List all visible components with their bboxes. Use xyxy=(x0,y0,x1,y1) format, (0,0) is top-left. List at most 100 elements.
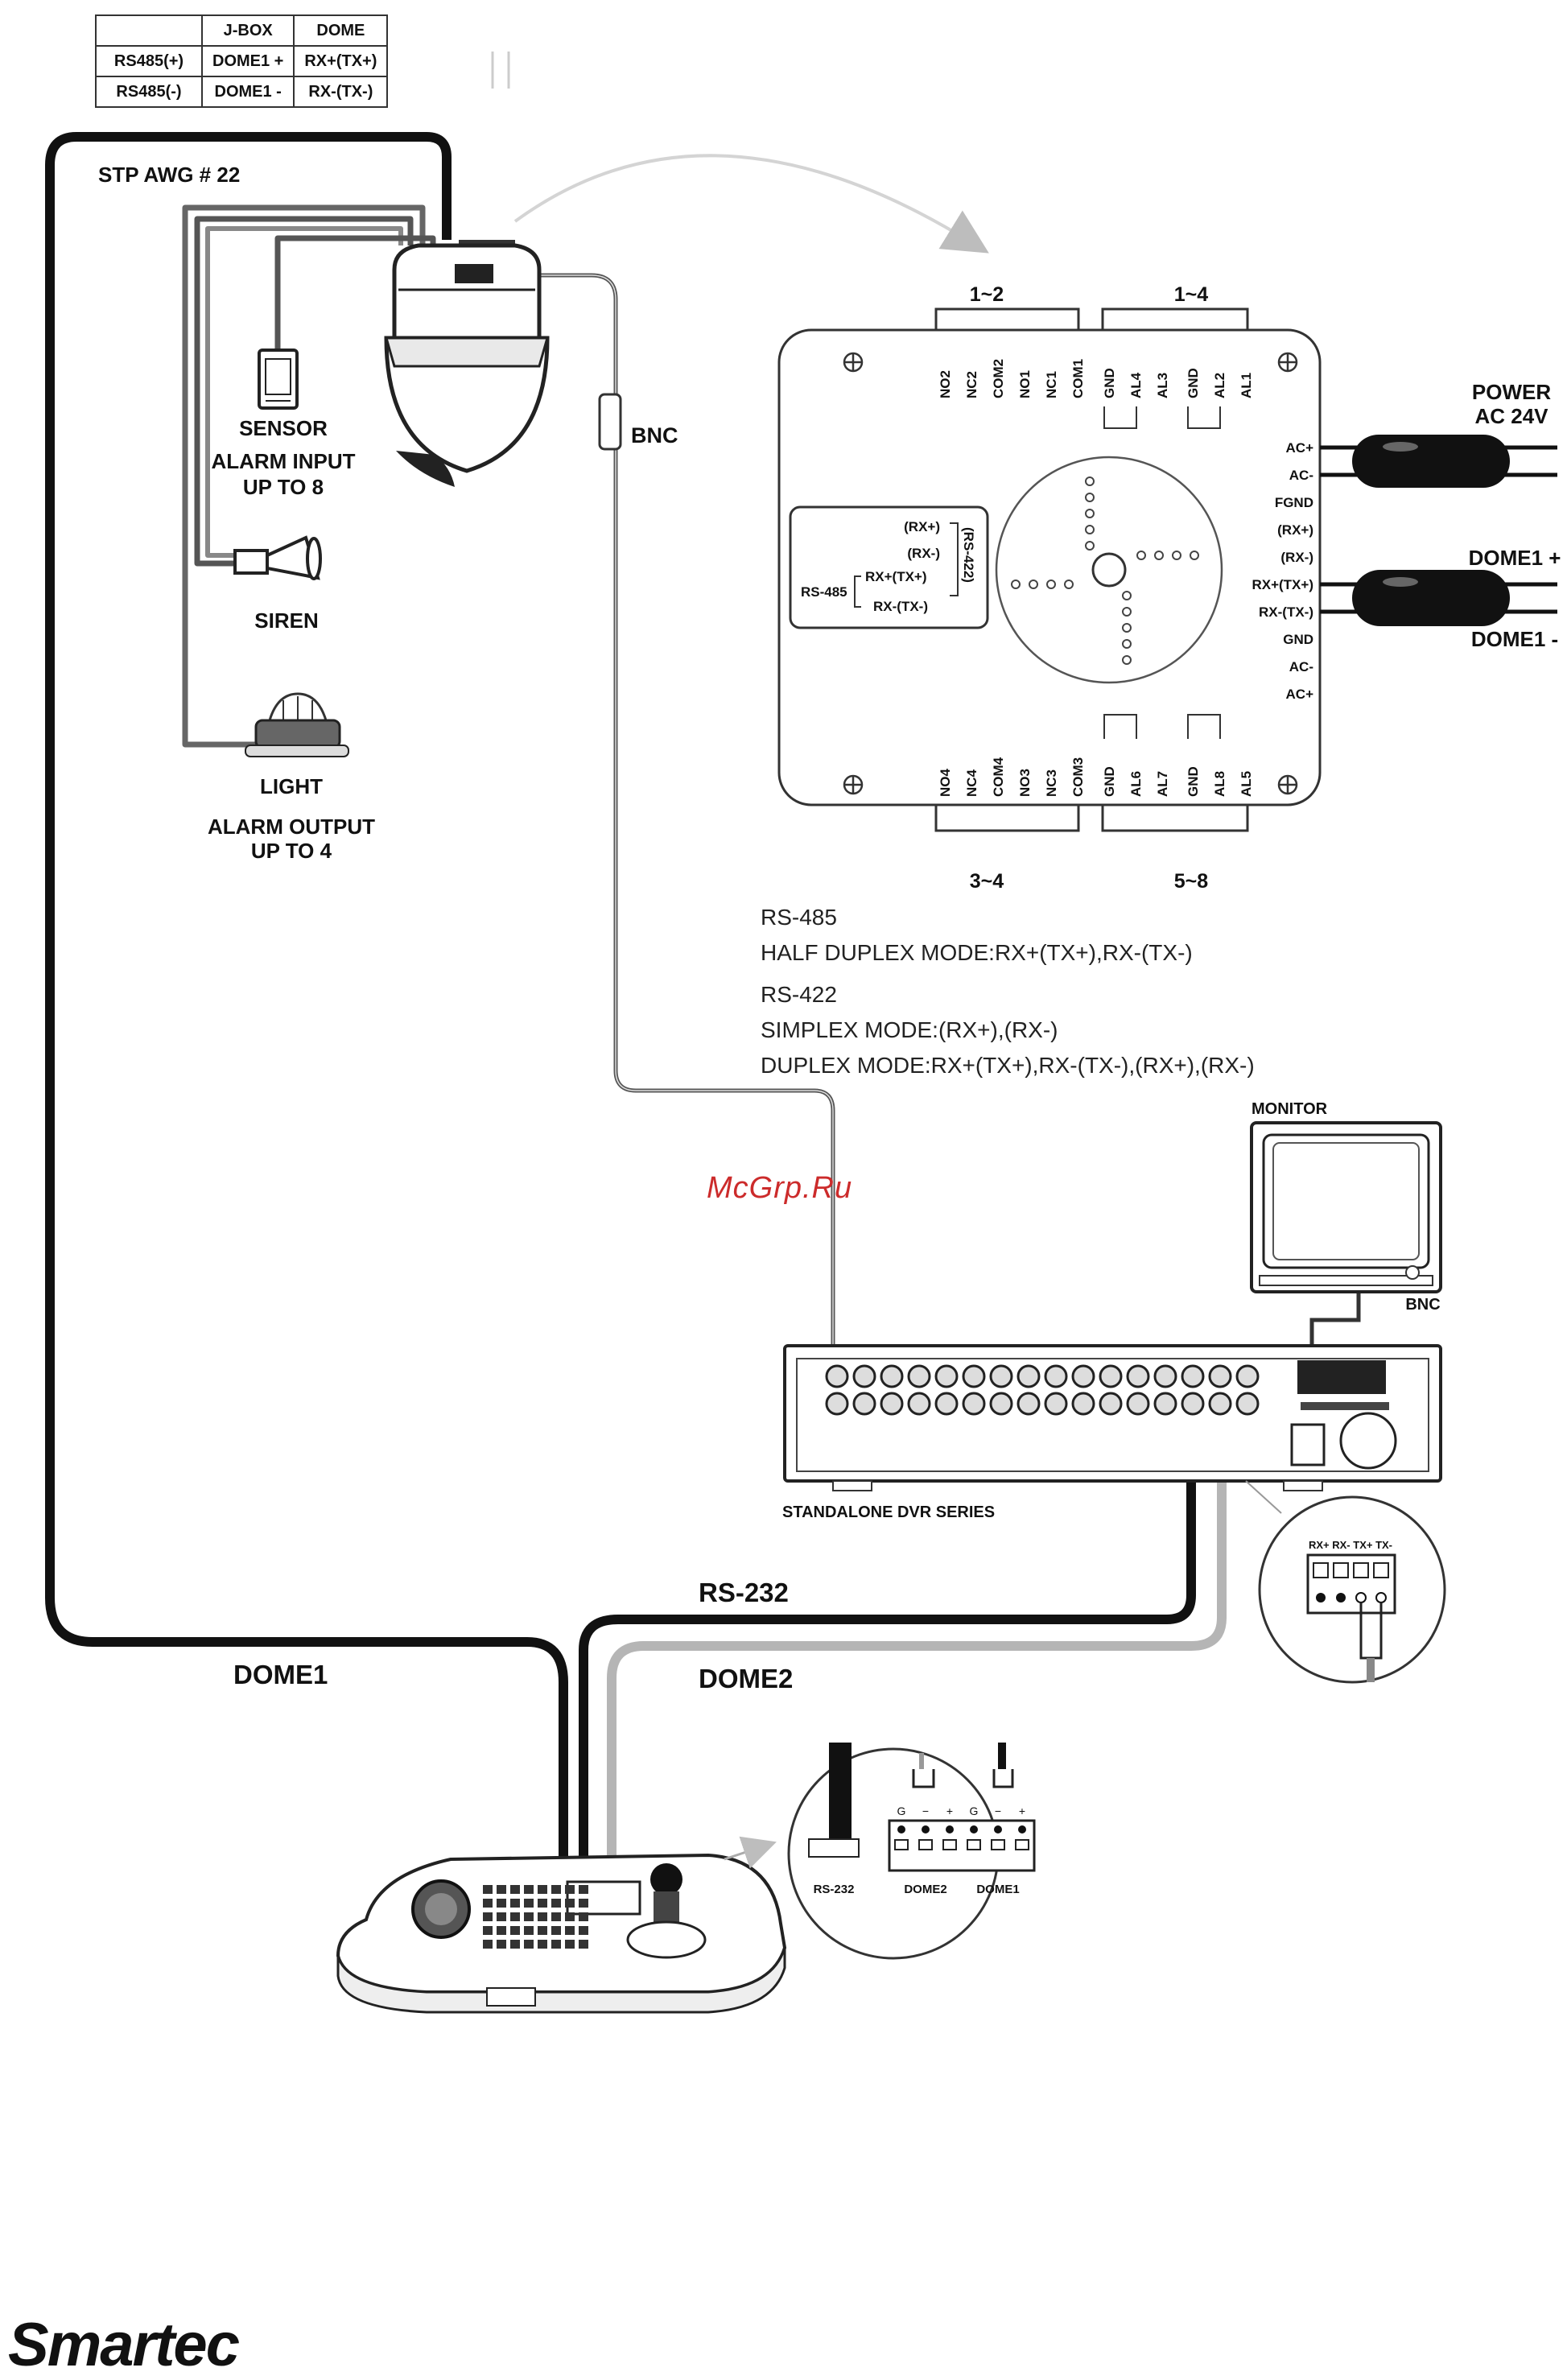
alarm-output-label-1: ALARM OUTPUT xyxy=(208,815,375,839)
kb-inset-rs232: RS-232 xyxy=(814,1883,855,1896)
bnc-connector-icon xyxy=(1153,1364,1177,1388)
jbox-rs485-label: RS-485 xyxy=(801,584,847,600)
pin-gnd-d: GND xyxy=(1186,766,1201,797)
pin-al3: AL3 xyxy=(1155,373,1170,398)
table-cell: RX+(TX+) xyxy=(293,45,389,77)
keyboard-key-icon xyxy=(565,1940,575,1949)
keyboard-key-icon xyxy=(551,1885,561,1894)
keyboard-key-icon xyxy=(524,1912,534,1921)
pin-gnd-right: GND xyxy=(1283,632,1313,647)
keyboard-key-icon xyxy=(538,1885,547,1894)
bnc-connector-icon xyxy=(825,1392,849,1416)
table-cell: RS485(+) xyxy=(95,45,203,77)
pin-gnd-b: GND xyxy=(1186,368,1201,398)
keyboard-key-icon xyxy=(524,1926,534,1935)
bnc-connector-icon xyxy=(989,1392,1013,1416)
pin-al2: AL2 xyxy=(1212,373,1227,398)
rs232-cable xyxy=(579,1449,1196,1883)
keyboard-key-icon xyxy=(524,1885,534,1894)
keyboard-key-icon xyxy=(497,1912,506,1921)
bnc-connector-icon xyxy=(825,1364,849,1388)
bnc-connector-icon xyxy=(880,1364,904,1388)
smartec-logo: Smartec xyxy=(8,2311,240,2379)
kb-inset-dome2: DOME2 xyxy=(904,1883,946,1896)
dome1-cable xyxy=(45,132,568,1883)
keyboard-key-icon xyxy=(524,1899,534,1908)
keyboard-key-icon xyxy=(565,1926,575,1935)
kb-inset-dome1: DOME1 xyxy=(976,1883,1019,1896)
pin-fgnd: FGND xyxy=(1275,495,1313,510)
table-cell: DOME1 + xyxy=(200,45,295,77)
pin-no4: NO4 xyxy=(938,769,953,798)
pin-ac-plus-a: AC+ xyxy=(1286,440,1314,456)
keyboard-key-icon xyxy=(579,1885,588,1894)
light-label: LIGHT xyxy=(260,774,323,798)
pin-com4: COM4 xyxy=(991,757,1006,797)
bnc-connector-icon xyxy=(1071,1364,1095,1388)
keyboard-key-icon xyxy=(579,1940,588,1949)
bracket-5-8 xyxy=(1101,805,1249,832)
table-header-cell: DOME xyxy=(293,14,389,47)
keyboard-key-icon xyxy=(579,1912,588,1921)
bnc-connector-icon xyxy=(907,1392,931,1416)
keyboard-key-icon xyxy=(510,1885,520,1894)
mode-notes: RS-485 HALF DUPLEX MODE:RX+(TX+),RX-(TX-… xyxy=(761,900,1255,1083)
keyboard-key-icon xyxy=(565,1899,575,1908)
keyboard-key-icon xyxy=(483,1926,493,1935)
keyboard-key-icon xyxy=(551,1912,561,1921)
keyboard-key-icon xyxy=(483,1885,493,1894)
light-icon xyxy=(245,692,349,757)
power-label-1: POWER xyxy=(1472,380,1551,404)
rs232-label: RS-232 xyxy=(699,1578,789,1607)
group-1-2-label: 1~2 xyxy=(970,283,1004,306)
pin-al6: AL6 xyxy=(1128,771,1144,797)
keyboard-key-icon xyxy=(538,1926,547,1935)
keyboard-key-icon xyxy=(497,1885,506,1894)
keyboard-key-icon xyxy=(565,1912,575,1921)
dome2-label: DOME2 xyxy=(699,1664,793,1693)
bnc-connector-icon xyxy=(962,1364,986,1388)
pin-rx-plus: (RX+) xyxy=(1277,522,1313,538)
table-row: RS485(-) DOME1 - RX-(TX-) xyxy=(95,76,389,108)
kb-pin-g-1: G xyxy=(897,1805,906,1817)
table-header-cell: J-BOX xyxy=(200,14,295,47)
pin-nc1: NC1 xyxy=(1044,371,1059,398)
pin-ac-plus-b: AC+ xyxy=(1286,687,1314,702)
pin-al8: AL8 xyxy=(1212,771,1227,797)
jbox-rx-minus-label: (RX-) xyxy=(907,546,940,561)
pin-rxtx-minus: RX-(TX-) xyxy=(1259,604,1313,620)
bnc-connector-icon xyxy=(1099,1364,1123,1388)
siren-icon xyxy=(233,535,322,580)
monitor-bnc-label: BNC xyxy=(1405,1296,1440,1314)
bnc-connector-icon xyxy=(934,1364,959,1388)
bnc-connector-icon xyxy=(1099,1392,1123,1416)
bnc-connector-icon xyxy=(1181,1392,1205,1416)
top-left-pins: NO2 NC2 COM2 NO1 NC1 COM1 xyxy=(938,359,1086,398)
kb-pin-plus-1: + xyxy=(946,1805,953,1817)
bnc-connector-icon xyxy=(1016,1364,1041,1388)
bnc-connector-icon xyxy=(1071,1392,1095,1416)
bnc-camera-label: BNC xyxy=(631,423,678,448)
keyboard-key-icon xyxy=(483,1912,493,1921)
keyboard-key-icon xyxy=(551,1899,561,1908)
pin-com1: COM1 xyxy=(1070,359,1086,398)
pin-no3: NO3 xyxy=(1017,769,1033,797)
pin-rx-minus: (RX-) xyxy=(1280,550,1313,565)
rs422-duplex: DUPLEX MODE:RX+(TX+),RX-(TX-),(RX+),(RX-… xyxy=(761,1053,1255,1078)
pin-gnd-c: GND xyxy=(1102,766,1117,797)
bnc-connector-icon xyxy=(1208,1392,1232,1416)
pin-al4: AL4 xyxy=(1128,372,1144,398)
pin-nc2: NC2 xyxy=(964,371,979,398)
keyboard-key-icon xyxy=(524,1940,534,1949)
stp-awg-label: STP AWG # 22 xyxy=(98,163,240,187)
table-cell: RS485(-) xyxy=(95,76,203,108)
keyboard-key-icon xyxy=(497,1899,506,1908)
top-right-pins: GND AL4 AL3 GND AL2 AL1 xyxy=(1102,368,1254,429)
group-1-4-label: 1~4 xyxy=(1174,283,1209,306)
keyboard-key-icon xyxy=(510,1926,520,1935)
jbox-board xyxy=(777,328,1322,806)
pin-al7: AL7 xyxy=(1155,771,1170,797)
bottom-left-pins: NO4 NC4 COM4 NO3 NC3 COM3 xyxy=(938,757,1086,797)
keyboard-key-icon xyxy=(551,1940,561,1949)
